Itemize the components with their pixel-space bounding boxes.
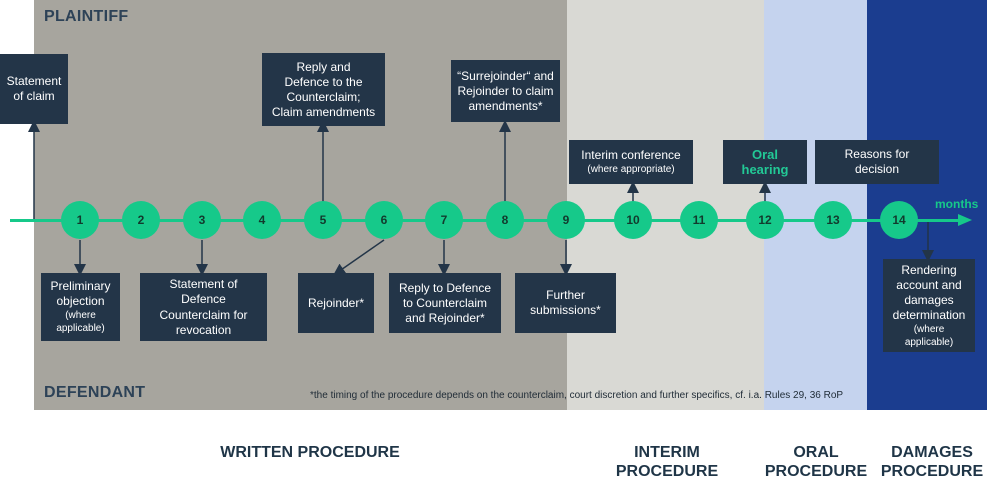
- preliminary-objection-note: (where applicable): [56, 310, 105, 334]
- step-4: 4: [243, 201, 281, 239]
- step-6: 6: [365, 201, 403, 239]
- axis-label-months: months: [935, 197, 979, 211]
- reply-to-defence-box: Reply to Defence to Counterclaim and Rej…: [389, 273, 501, 333]
- rejoinder-text: Rejoinder*: [307, 295, 365, 310]
- step-1: 1: [61, 201, 99, 239]
- footnote: *the timing of the procedure depends on …: [310, 390, 844, 401]
- interim-conference-box: Interim conference (where appropriate): [569, 140, 693, 184]
- oral-hearing-text: Oral hearing: [741, 147, 789, 177]
- rendering-account-box: Rendering account and damages determinat…: [883, 259, 975, 352]
- step-12: 12: [746, 201, 784, 239]
- step-7: 7: [425, 201, 463, 239]
- reasons-for-decision-text: Reasons for decision: [844, 147, 910, 176]
- rendering-account-note: (where applicable): [904, 323, 954, 348]
- surrejoinder-box: “Surrejoinder“ and Rejoinder to claim am…: [451, 60, 560, 122]
- further-submissions-text: Further submissions*: [530, 288, 601, 317]
- reply-to-defence-text: Reply to Defence to Counterclaim and Rej…: [398, 280, 492, 325]
- surrejoinder-text: “Surrejoinder“ and Rejoinder to claim am…: [457, 68, 554, 113]
- damages-procedure-label: DAMAGES PROCEDURE: [880, 444, 984, 480]
- rendering-account-text: Rendering account and damages determinat…: [892, 262, 966, 322]
- oral-hearing-box: Oral hearing: [723, 140, 807, 184]
- interim-conference-text: Interim conference: [581, 148, 681, 162]
- statement-of-defence-text: Statement of Defence: [169, 276, 238, 306]
- oral-procedure-label: ORAL PROCEDURE: [764, 444, 868, 480]
- interim-procedure-zone: [567, 0, 764, 410]
- interim-conference-note: (where appropriate): [587, 164, 675, 175]
- step-2: 2: [122, 201, 160, 239]
- step-3: 3: [183, 201, 221, 239]
- statement-of-claim-box: Statement of claim: [0, 54, 68, 124]
- step-14: 14: [880, 201, 918, 239]
- statement-of-claim-text: Statement of claim: [6, 74, 62, 103]
- further-submissions-box: Further submissions*: [515, 273, 616, 333]
- step-13: 13: [814, 201, 852, 239]
- reply-defence-text: Reply and Defence to the Counterclaim; C…: [271, 59, 376, 119]
- step-9: 9: [547, 201, 585, 239]
- step-10: 10: [614, 201, 652, 239]
- reasons-for-decision-box: Reasons for decision: [815, 140, 939, 184]
- written-procedure-label: WRITTEN PROCEDURE: [220, 444, 400, 461]
- counterclaim-revocation-text: Counterclaim for revocation: [159, 307, 248, 337]
- reply-defence-box: Reply and Defence to the Counterclaim; C…: [262, 53, 385, 126]
- rejoinder-box: Rejoinder*: [298, 273, 374, 333]
- step-5: 5: [304, 201, 342, 239]
- step-11: 11: [680, 201, 718, 239]
- statement-of-defence-box: Statement of Defence Counterclaim for re…: [140, 273, 267, 341]
- defendant-label: DEFENDANT: [44, 384, 146, 401]
- interim-procedure-label: INTERIM PROCEDURE: [615, 444, 719, 480]
- step-8: 8: [486, 201, 524, 239]
- connector-rejoinder: [333, 239, 385, 276]
- preliminary-objection-box: Preliminary objection (where applicable): [41, 273, 120, 341]
- oral-procedure-zone: [764, 0, 867, 410]
- preliminary-objection-text: Preliminary objection: [50, 279, 111, 308]
- timeline-arrowhead: [958, 214, 972, 226]
- plaintiff-label: PLAINTIFF: [44, 8, 129, 25]
